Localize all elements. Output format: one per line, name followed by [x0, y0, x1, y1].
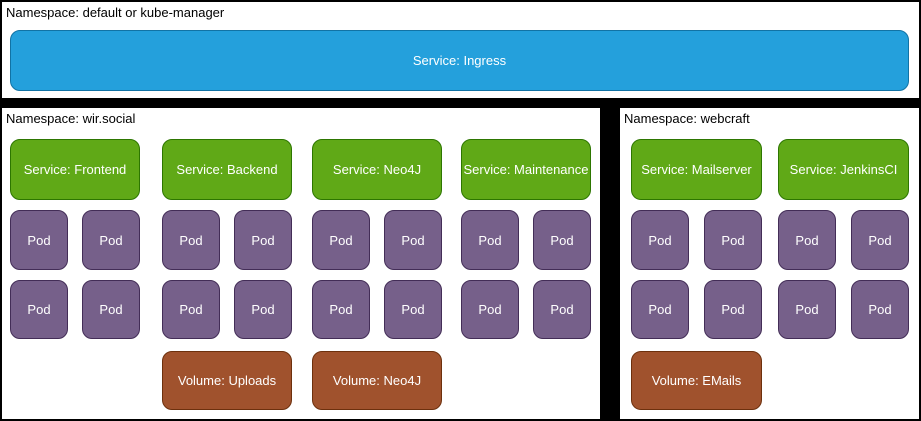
pod-row: Pod Pod	[461, 210, 591, 270]
pod-row: Pod Pod	[162, 280, 292, 339]
pod-node: Pod	[778, 280, 836, 339]
pod-node: Pod	[384, 280, 442, 339]
pod-node: Pod	[312, 280, 370, 339]
service-node: Service: Backend	[162, 139, 292, 200]
pod-node: Pod	[82, 280, 140, 339]
pod-node: Pod	[162, 210, 220, 270]
namespace-panel-webcraft: Namespace: webcraft Service: Mailserver …	[620, 108, 919, 419]
pod-node: Pod	[234, 280, 292, 339]
service-node: Service: Frontend	[10, 139, 140, 200]
service-node: Service: JenkinsCI	[778, 139, 909, 200]
pod-row: Pod Pod	[10, 280, 140, 339]
pod-node: Pod	[851, 280, 909, 339]
pod-node: Pod	[533, 210, 591, 270]
volume-node: Volume: Uploads	[162, 351, 292, 410]
volume-node: Volume: Neo4J	[312, 351, 442, 410]
pod-node: Pod	[312, 210, 370, 270]
service-column-maintenance: Service: Maintenance Pod Pod Pod Pod	[461, 108, 591, 419]
pod-row: Pod Pod	[461, 280, 591, 339]
pod-node: Pod	[778, 210, 836, 270]
service-column-neo4j: Service: Neo4J Pod Pod Pod Pod Volume: N…	[312, 108, 442, 419]
volume-node: Volume: EMails	[631, 351, 762, 410]
pod-row: Pod Pod	[312, 210, 442, 270]
pod-node: Pod	[631, 210, 689, 270]
pod-node: Pod	[461, 210, 519, 270]
namespace-label: Namespace: default or kube-manager	[6, 5, 225, 20]
pod-row: Pod Pod	[778, 210, 909, 270]
pod-node: Pod	[461, 280, 519, 339]
pod-node: Pod	[704, 210, 762, 270]
pod-node: Pod	[851, 210, 909, 270]
pod-row: Pod Pod	[312, 280, 442, 339]
pod-node: Pod	[10, 210, 68, 270]
service-column-jenkinsci: Service: JenkinsCI Pod Pod Pod Pod	[778, 108, 909, 419]
pod-node: Pod	[234, 210, 292, 270]
service-ingress-node: Service: Ingress	[10, 30, 909, 91]
namespace-label: Namespace: webcraft	[624, 111, 750, 126]
service-node: Service: Mailserver	[631, 139, 762, 200]
pod-row: Pod Pod	[631, 210, 762, 270]
pod-node: Pod	[533, 280, 591, 339]
pod-row: Pod Pod	[162, 210, 292, 270]
pod-node: Pod	[10, 280, 68, 339]
service-node: Service: Neo4J	[312, 139, 442, 200]
pod-row: Pod Pod	[631, 280, 762, 339]
namespace-panel-wir-social: Namespace: wir.social Service: Frontend …	[2, 108, 600, 419]
service-column-backend: Service: Backend Pod Pod Pod Pod Volume:…	[162, 108, 292, 419]
pod-node: Pod	[704, 280, 762, 339]
pod-row: Pod Pod	[10, 210, 140, 270]
namespace-panel-default-kube-manager: Namespace: default or kube-manager Servi…	[2, 2, 919, 98]
pod-node: Pod	[82, 210, 140, 270]
pod-node: Pod	[631, 280, 689, 339]
pod-node: Pod	[384, 210, 442, 270]
pod-node: Pod	[162, 280, 220, 339]
pod-row: Pod Pod	[778, 280, 909, 339]
namespace-label: Namespace: wir.social	[6, 111, 136, 126]
service-column-mailserver: Service: Mailserver Pod Pod Pod Pod Volu…	[631, 108, 762, 419]
service-column-frontend: Service: Frontend Pod Pod Pod Pod	[10, 108, 140, 419]
service-node: Service: Maintenance	[461, 139, 591, 200]
